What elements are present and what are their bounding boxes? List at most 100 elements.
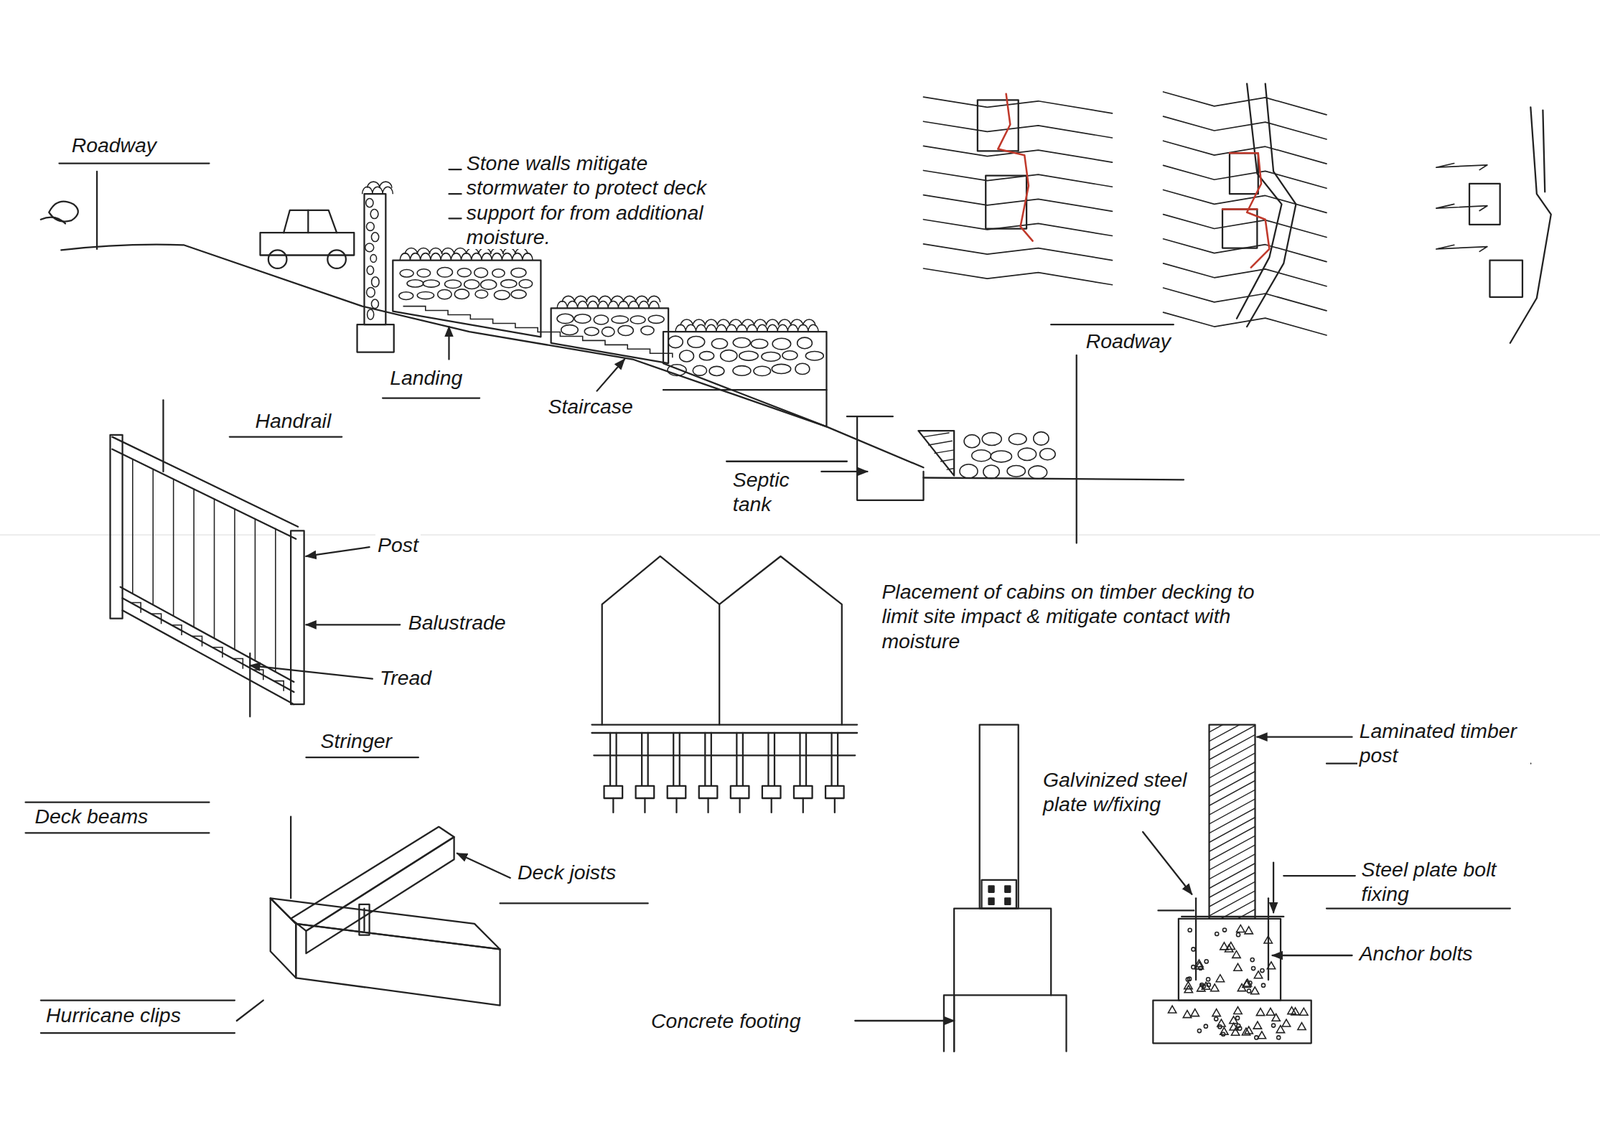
stone	[709, 366, 725, 376]
leader-line	[1272, 954, 1353, 957]
cabin-elevation	[602, 556, 842, 725]
contour-line	[923, 170, 1113, 187]
annotation-label: Staircase	[546, 394, 636, 419]
annotation-label: Placement of cabins on timber decking to…	[879, 579, 1267, 653]
concrete-aggregate	[1191, 947, 1196, 952]
column-footing	[357, 324, 395, 352]
concrete-aggregate	[1254, 971, 1262, 979]
concrete-aggregate	[1251, 986, 1260, 995]
pier-footing	[604, 786, 624, 799]
contour-line	[1163, 116, 1327, 140]
stone-wall	[663, 331, 827, 427]
bolt-dot	[1004, 885, 1010, 893]
stone	[739, 351, 759, 361]
footing-section	[1152, 1000, 1311, 1044]
stone	[772, 338, 792, 350]
concrete-aggregate	[1210, 984, 1219, 992]
concrete-aggregate	[1243, 979, 1252, 987]
stone	[648, 315, 664, 324]
concrete-aggregate	[1236, 1023, 1241, 1028]
contour-line	[923, 244, 1113, 261]
septic-tank	[857, 416, 924, 501]
contour-sketch	[985, 175, 1027, 229]
red-route-line	[997, 94, 1033, 242]
stone	[557, 313, 574, 324]
concrete-aggregate	[1276, 1025, 1285, 1033]
stone	[1028, 465, 1048, 479]
hatch	[934, 450, 954, 453]
label-overline	[40, 999, 235, 1001]
footing-elevation	[981, 880, 1017, 909]
deck-beam-sketch	[270, 897, 501, 949]
staircase-sketch	[110, 434, 305, 705]
deck-pier	[672, 732, 675, 787]
timber-hatch	[1209, 915, 1256, 919]
baluster	[172, 478, 175, 616]
concrete-aggregate	[1212, 1009, 1221, 1017]
deck-pier	[615, 732, 617, 787]
red-route-line	[1222, 208, 1257, 211]
dimension-line	[289, 816, 292, 899]
stone	[795, 363, 810, 374]
ground-line	[923, 477, 1184, 480]
car-sketch	[268, 249, 288, 269]
concrete-aggregate	[1257, 1031, 1266, 1039]
stone	[797, 337, 813, 349]
concrete-aggregate	[1197, 1029, 1201, 1033]
contour-sketch	[1246, 83, 1296, 327]
stone-wall	[663, 389, 827, 391]
concrete-aggregate	[1282, 1019, 1290, 1027]
stone	[687, 335, 705, 348]
stone	[561, 325, 579, 336]
bolt-dot	[1004, 897, 1010, 905]
shrub	[404, 248, 528, 255]
leader-line	[457, 853, 511, 878]
annotation-label: Roadway	[69, 132, 159, 158]
car-sketch	[283, 210, 337, 233]
leader-line	[1283, 875, 1356, 877]
cabin-elevation	[592, 556, 858, 733]
stone	[964, 434, 980, 448]
concrete-aggregate	[1299, 1007, 1308, 1015]
concrete-aggregate	[1215, 931, 1219, 936]
label-underline	[500, 902, 649, 904]
hatch	[923, 432, 950, 438]
leader-line	[236, 1000, 264, 1021]
annotation-label: Stone walls mitigate stormwater to prote…	[464, 150, 736, 249]
stone	[732, 366, 751, 377]
concrete-aggregate	[1261, 983, 1265, 987]
stone-column	[363, 193, 386, 325]
concrete-aggregate	[1264, 936, 1272, 944]
stone	[990, 450, 1012, 463]
concrete-aggregate	[1254, 1035, 1259, 1040]
car-sketch	[307, 210, 309, 233]
annotation-label: Roadway	[1083, 328, 1173, 354]
stone	[667, 364, 687, 377]
deck-pier	[773, 732, 776, 787]
concrete-aggregate	[1246, 989, 1251, 993]
stone	[518, 279, 532, 288]
annotation-label: Handrail	[253, 408, 334, 433]
stone	[959, 464, 978, 479]
stone	[805, 351, 824, 361]
concrete-aggregate	[1206, 977, 1211, 982]
contour-line	[1436, 244, 1488, 252]
stone	[422, 279, 440, 288]
deck-pier	[704, 732, 706, 787]
cabin-elevation	[592, 732, 858, 734]
stair-tread	[273, 681, 284, 692]
ink-lines	[0, 83, 1600, 1052]
deck-pier	[798, 732, 801, 787]
hatch	[941, 459, 954, 462]
stair-tread	[171, 625, 182, 636]
fold-line	[0, 534, 1600, 535]
stone	[611, 315, 629, 324]
stone	[699, 351, 714, 361]
stair-tread	[232, 658, 243, 669]
stone	[445, 279, 462, 289]
baluster	[193, 488, 195, 628]
annotation-label: Septic tank	[730, 467, 815, 517]
stone	[371, 299, 379, 309]
shrub	[680, 319, 816, 326]
staircase-sketch	[290, 530, 304, 705]
